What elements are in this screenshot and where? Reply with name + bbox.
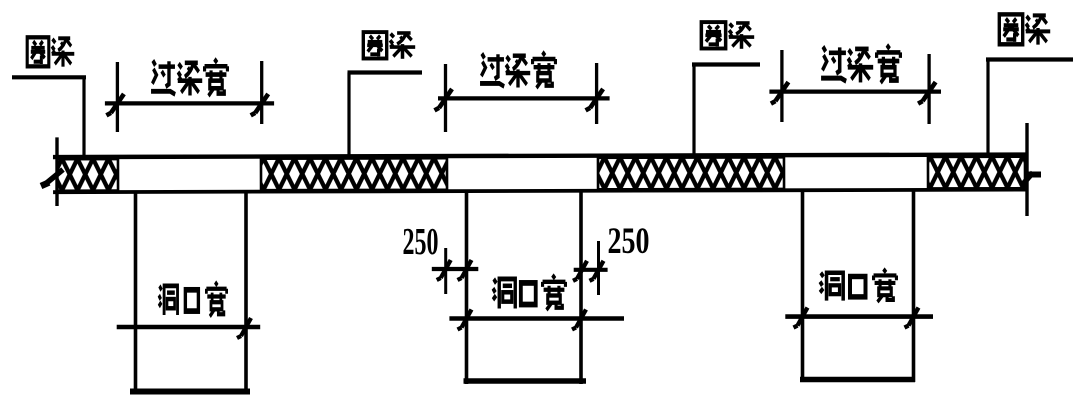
svg-text:250: 250 (608, 221, 650, 262)
svg-text:250: 250 (403, 221, 439, 263)
